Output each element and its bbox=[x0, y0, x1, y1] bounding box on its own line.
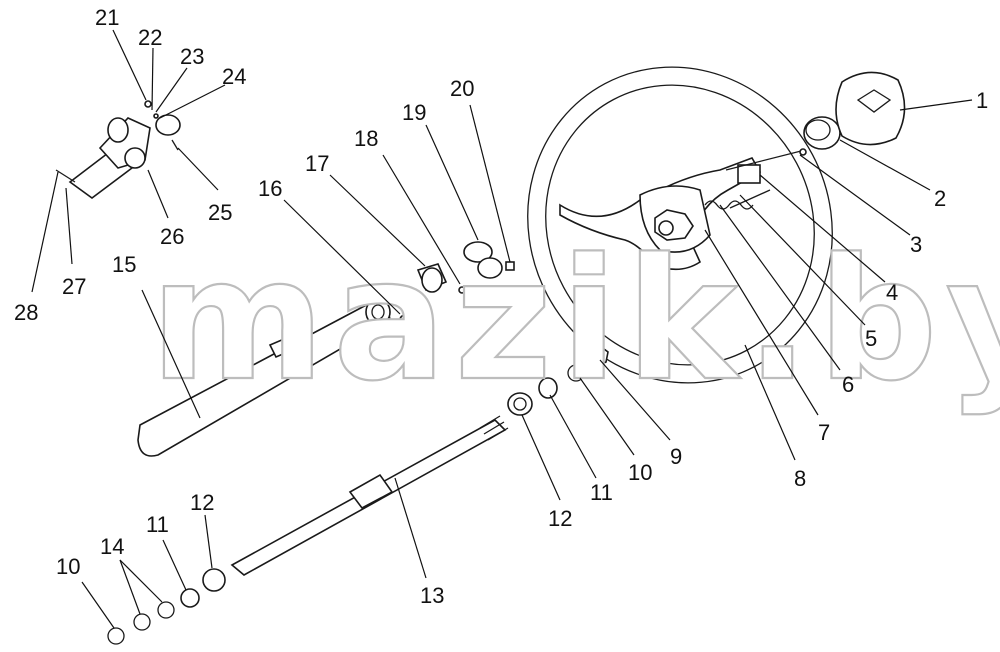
steering-wheel bbox=[527, 66, 833, 384]
callout-22: 22 bbox=[138, 25, 162, 50]
callout-11-lower: 11 bbox=[146, 512, 169, 537]
column-tube bbox=[137, 298, 391, 457]
column-bushings bbox=[399, 241, 515, 326]
callout-27: 27 bbox=[62, 274, 86, 299]
callout-11-upper: 11 bbox=[590, 480, 613, 505]
callout-2: 2 bbox=[934, 186, 946, 211]
callout-24: 24 bbox=[222, 64, 246, 89]
watermark: mazik.by bbox=[150, 222, 1000, 418]
callout-14: 14 bbox=[100, 534, 124, 559]
callout-12-upper: 12 bbox=[548, 506, 572, 531]
callout-10-lower: 10 bbox=[56, 554, 80, 579]
horn-button-cap bbox=[803, 116, 841, 150]
horn-pad bbox=[835, 71, 906, 146]
callout-3: 3 bbox=[910, 232, 922, 257]
callout-labels: 1 2 3 4 5 6 7 8 9 10 11 12 13 10 14 11 1… bbox=[14, 5, 988, 608]
lower-bearing-set bbox=[107, 568, 226, 645]
callout-21: 21 bbox=[95, 5, 119, 30]
callout-25: 25 bbox=[208, 200, 232, 225]
callout-19: 19 bbox=[402, 100, 426, 125]
callout-8: 8 bbox=[794, 466, 806, 491]
callout-13: 13 bbox=[420, 583, 444, 608]
callout-16: 16 bbox=[258, 176, 282, 201]
callout-1: 1 bbox=[976, 88, 988, 113]
callout-15: 15 bbox=[112, 252, 136, 277]
callout-26: 26 bbox=[160, 224, 184, 249]
callout-7: 7 bbox=[818, 420, 830, 445]
callout-5: 5 bbox=[865, 326, 877, 351]
universal-joint bbox=[55, 100, 181, 199]
callout-17: 17 bbox=[305, 151, 329, 176]
callout-4: 4 bbox=[886, 280, 898, 305]
callout-20: 20 bbox=[450, 76, 474, 101]
horn-contact-parts bbox=[704, 148, 807, 210]
callout-6: 6 bbox=[842, 372, 854, 397]
callout-23: 23 bbox=[180, 44, 204, 69]
callout-9: 9 bbox=[670, 444, 682, 469]
upper-bearing-set bbox=[507, 345, 609, 416]
steering-shaft bbox=[230, 415, 509, 576]
callout-18: 18 bbox=[354, 126, 378, 151]
leader-lines bbox=[31, 29, 973, 629]
callout-10-upper: 10 bbox=[628, 460, 652, 485]
callout-12-lower: 12 bbox=[190, 490, 214, 515]
callout-28: 28 bbox=[14, 300, 38, 325]
